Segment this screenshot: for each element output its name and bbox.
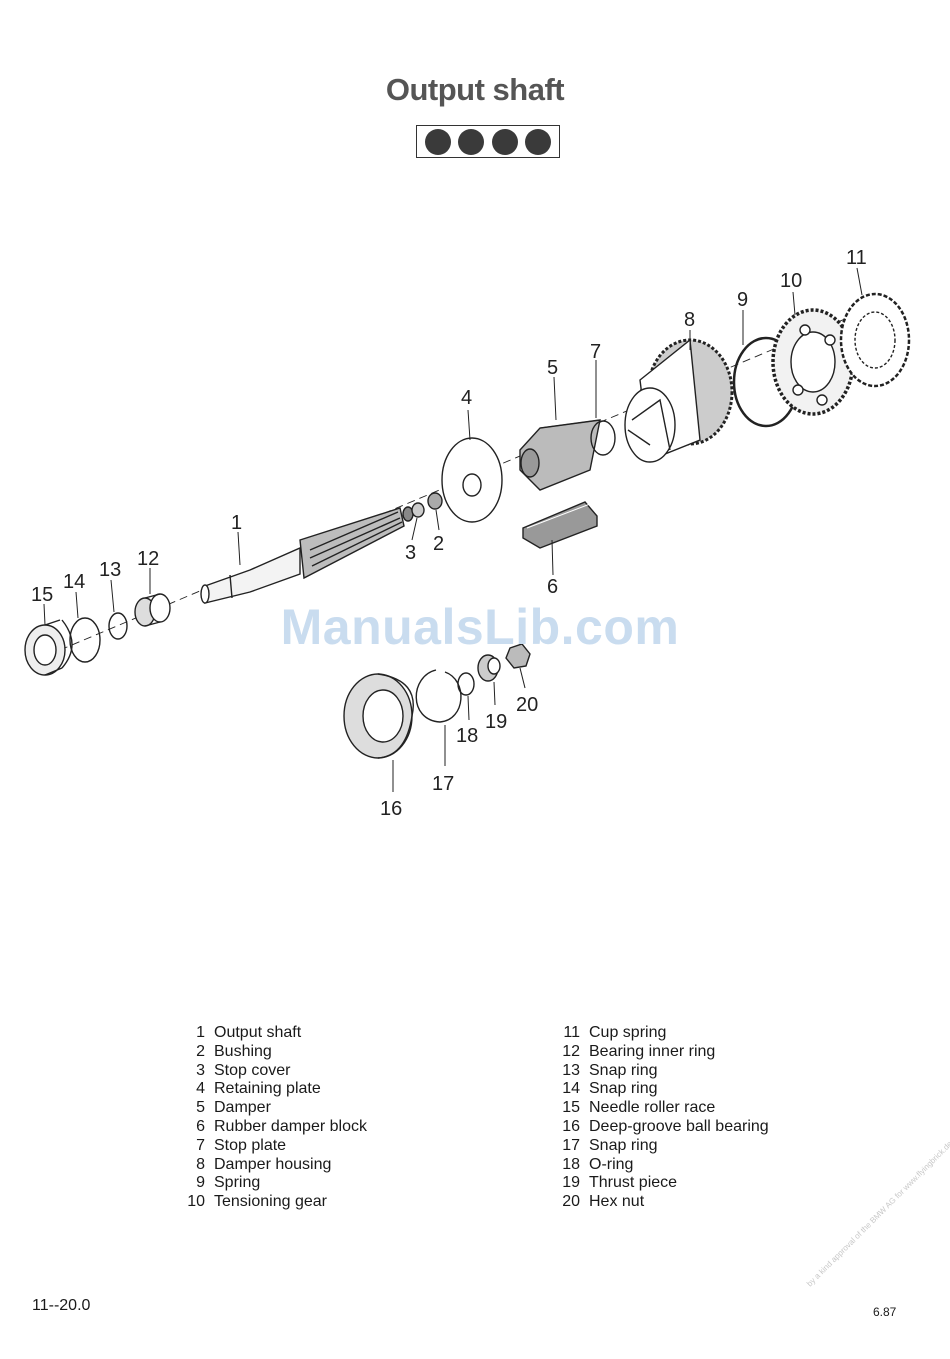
callout-18: 18	[456, 725, 478, 747]
hex-nut-part	[505, 643, 531, 669]
rating-dot	[525, 128, 552, 155]
damper-housing-part	[624, 338, 734, 463]
stop-plate-part	[590, 420, 616, 456]
damper-part	[519, 419, 601, 491]
bushing-part	[427, 492, 443, 510]
callout-6: 6	[547, 576, 558, 598]
callout-16: 16	[380, 798, 402, 820]
callout-2: 2	[433, 533, 444, 555]
deep-groove-ball-bearing-part	[343, 673, 414, 759]
snap-ring-14-part	[69, 617, 101, 663]
cup-spring-part	[839, 292, 911, 388]
bearing-inner-ring-part	[134, 593, 171, 627]
callout-17: 17	[432, 773, 454, 795]
tensioning-gear-part	[771, 308, 855, 416]
rubber-damper-block-part	[522, 501, 598, 549]
callout-12: 12	[137, 548, 159, 570]
exploded-view-diagram: 1 2 3 4 5 6 7 8 9 10 11 12 13 14 15 16 1…	[24, 247, 911, 820]
callout-14: 14	[63, 571, 85, 593]
credit-note: by a kind approval of the BMW AG for www…	[805, 1139, 950, 1289]
page-title: Output shaft	[385, 72, 565, 107]
retaining-plate-part	[441, 437, 503, 523]
rating-dot	[458, 128, 485, 155]
callout-11: 11	[846, 247, 867, 269]
difficulty-rating	[416, 125, 560, 158]
stop-cover-part	[411, 502, 425, 518]
watermark: ManualsLib.com	[280, 599, 680, 655]
snap-ring-17-part	[415, 669, 462, 723]
revision-date: 6.87	[873, 1305, 897, 1319]
callout-5: 5	[547, 357, 558, 379]
callout-15: 15	[31, 584, 53, 606]
callout-9: 9	[737, 289, 748, 311]
thrust-piece-part	[477, 654, 501, 682]
callout-13: 13	[99, 559, 121, 581]
output-shaft-part	[200, 506, 414, 604]
callout-19: 19	[485, 711, 507, 733]
callout-20: 20	[516, 694, 538, 716]
callout-1: 1	[231, 512, 242, 534]
o-ring-part	[457, 672, 475, 696]
callout-3: 3	[405, 542, 416, 564]
rating-dot	[424, 128, 451, 155]
snap-ring-13-part	[108, 612, 128, 640]
callout-10: 10	[780, 270, 802, 292]
callout-8: 8	[684, 309, 695, 331]
callout-4: 4	[461, 387, 472, 409]
rating-dot	[491, 128, 518, 155]
callout-7: 7	[590, 341, 601, 363]
page-number: 11--20.0	[32, 1297, 91, 1314]
needle-roller-race-part	[24, 619, 73, 676]
